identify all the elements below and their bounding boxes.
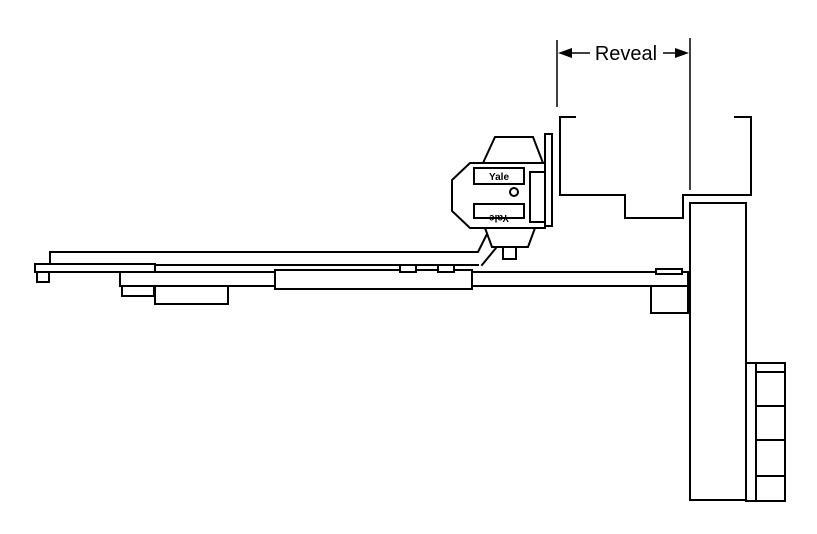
door-leaf [689,202,786,502]
yale-label-plate [473,167,525,185]
arm-shoe [650,285,689,314]
door-frame [559,116,752,219]
yale-label-plate-inverted [473,203,525,219]
arm-sleeve [274,269,473,290]
reveal-arrowhead-right [675,48,689,58]
door-edge-strip [745,362,757,502]
adjustment-screw [509,187,519,197]
closer-pinion-hub [483,227,537,248]
shoe-top [655,268,683,275]
mounting-plate [544,133,553,227]
closer-arm [34,231,689,314]
reveal-label: Reveal [595,43,657,65]
reveal-dimension: Reveal [556,38,691,190]
closer-side-block [529,171,546,223]
upper-arm [49,231,505,267]
reveal-arrowhead-left [558,48,572,58]
arm-tip [34,263,156,273]
closer-body: Yale Yale [451,133,553,260]
arm-adjuster [154,285,229,305]
closer-top-cap [481,136,545,164]
arm-end-pin [36,271,50,283]
yale-brand-label: Yale [489,172,509,183]
closer-pinion [502,246,517,260]
door-hinge-block [755,362,786,502]
door-frame-profile [559,116,752,219]
arm-clip [121,285,155,297]
yale-brand-label-inverted: Yale [489,212,509,223]
door-leaf-body [689,202,747,501]
